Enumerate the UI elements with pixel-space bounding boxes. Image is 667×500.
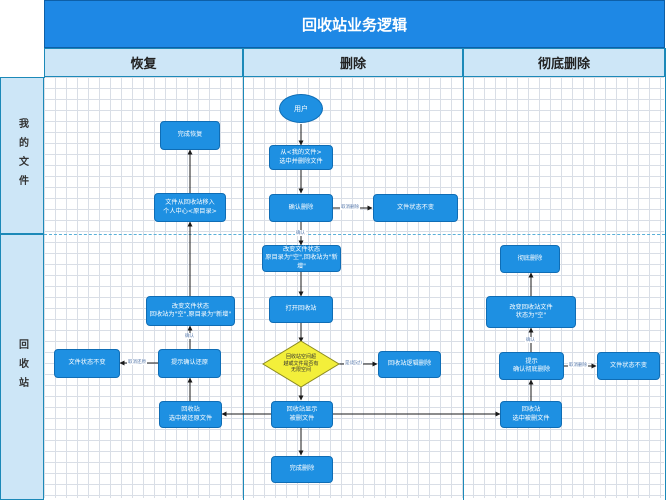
node-file-unchanged-c: 文件状态不变 (597, 352, 660, 380)
node-change-status-restore: 改变文件状态 回收站为"空",原目录为"新增" (146, 296, 235, 326)
corner-cell (0, 0, 45, 78)
lane-divider-2 (463, 48, 464, 500)
node-prompt-restore: 提示确认还原 (158, 349, 221, 378)
node-user: 用户 (279, 94, 323, 123)
column-header-restore: 恢复 (44, 48, 243, 77)
node-file-unchanged-b: 文件状态不变 (54, 349, 120, 378)
node-select-file: 从<我的文件> 选中并删除文件 (269, 145, 333, 170)
edge-label-cancel-c: 取消删除 (568, 362, 588, 368)
node-prompt-perm: 提示 确认彻底删除 (499, 352, 564, 380)
node-done-restore: 完成恢复 (160, 121, 220, 150)
grid-background (44, 77, 664, 498)
node-file-unchanged-a: 文件状态不变 (373, 194, 458, 222)
decision-diamond (262, 340, 340, 388)
lane-divider-right (665, 48, 666, 500)
edge-label-confirm-b: 确认 (184, 333, 195, 339)
node-change-status-empty: 改变回收站文件 状态为"空" (486, 296, 576, 328)
node-confirm-delete: 确认删除 (269, 194, 333, 222)
node-done-delete: 完成删除 (271, 456, 333, 483)
row-divider (44, 234, 665, 235)
node-bin-select-perm: 回收站 选中被删文件 (500, 401, 562, 428)
edge-label-confirm-a: 确认 (295, 230, 306, 236)
column-header-perm-delete: 彻底删除 (463, 48, 665, 77)
edge-label-cancel-b: 取消还原 (127, 359, 147, 365)
node-bin-select-restore: 回收站 选中被还原文件 (159, 401, 222, 428)
row-header-recycle-bin: 回收站 (0, 234, 44, 500)
lane-divider-1 (243, 48, 244, 500)
node-change-status-deleted: 改变文件状态 原目录为"空",回收站为"新增" (262, 245, 341, 272)
node-file-moved: 文件从回收站移入 个人中心<原目录> (154, 193, 226, 222)
edge-label-cancel-a: 取消删除 (340, 204, 360, 210)
node-bin-show: 回收站显示 被删文件 (271, 401, 333, 428)
edge-label-cond-yes: 是(超过) (344, 360, 364, 366)
node-decision-label: 回收站空间超 越或文件是否有 无限空间 (283, 354, 319, 374)
diagram-title: 回收站业务逻辑 (44, 0, 665, 48)
row-label-recycle-bin: 回收站 (16, 338, 28, 396)
node-open-bin: 打开回收站 (269, 296, 333, 323)
row-header-my-files: 我的文件 (0, 77, 44, 234)
row-label-my-files: 我的文件 (16, 117, 28, 194)
edge-label-confirm-c: 确认 (525, 337, 536, 343)
node-bin-logic-delete: 回收站逻辑删除 (378, 351, 441, 378)
node-perm-done: 彻底删除 (500, 245, 560, 273)
